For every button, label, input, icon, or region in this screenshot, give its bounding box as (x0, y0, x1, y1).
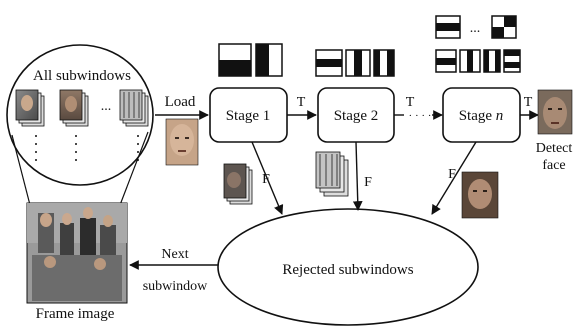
detect-face-label-line2: face (542, 158, 565, 173)
rejected-subwindows-label: Rejected subwindows (282, 262, 413, 278)
stagen-rejected-face (462, 172, 498, 218)
stagen-label-prefix: Stage (459, 108, 496, 124)
all-subwindows-group: All subwindows ... (7, 45, 153, 185)
stage2-features (316, 50, 394, 76)
stage2-true-label: T (406, 95, 415, 110)
stage1-true-label: T (297, 95, 306, 110)
next-subwindow-label-line1: Next (161, 247, 188, 262)
stagen-false-label: F (448, 167, 456, 182)
stage2-false-label: F (364, 175, 372, 190)
stage-dots: · · · · (409, 110, 432, 122)
subwindow-stack-1 (16, 90, 44, 126)
stagen-label: Stage n (459, 108, 504, 124)
all-subwindows-label: All subwindows (33, 68, 131, 84)
stagen-label-var: n (496, 108, 504, 124)
detect-face-label-line1: Detect (536, 141, 573, 156)
load-label: Load (165, 94, 196, 110)
stage1-label: Stage 1 (226, 108, 271, 124)
stage1-features (219, 44, 282, 76)
stage1-false-label: F (262, 172, 270, 187)
subwindow-stack-2 (60, 90, 88, 126)
next-subwindow-label-line2: subwindow (143, 279, 208, 294)
stage1-rejected-stack (224, 164, 252, 204)
stagen-features: ... (436, 16, 520, 72)
stagen-true-label: T (524, 95, 533, 110)
subwindow-stack-3 (120, 90, 148, 126)
detected-face-thumbnail (538, 90, 572, 134)
stage2-rejected-stack (316, 152, 348, 196)
subwindow-ellipsis: ... (101, 99, 112, 114)
stage2-false-arrow (356, 142, 358, 210)
load-face-thumbnail (166, 119, 198, 165)
stage2-label: Stage 2 (334, 108, 379, 124)
frame-image-label: Frame image (36, 306, 115, 322)
frame-image (27, 203, 127, 303)
stagen-features-ellipsis: ... (470, 21, 481, 36)
